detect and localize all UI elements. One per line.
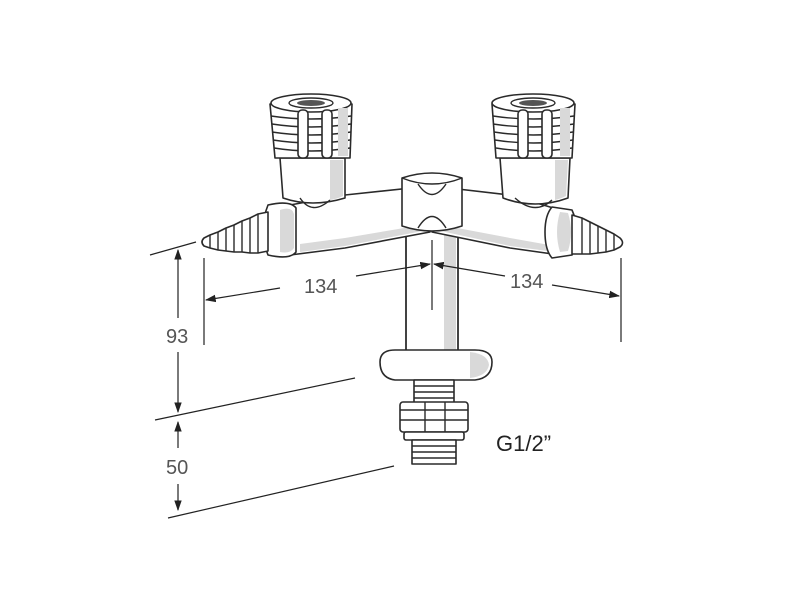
right-valve-bonnet [499,157,571,209]
threaded-connector [399,379,469,465]
left-hose-nozzle [201,211,269,254]
dimension-lines [149,240,622,519]
mounting-flange [379,349,493,381]
thread-size-label: G1/2” [496,431,551,456]
valve-body [201,93,624,465]
bottom-extension-line [167,465,395,519]
right-hose-nozzle [571,214,624,255]
left-width-dimension-line [204,287,281,303]
left-width-dimension-line-inner [355,261,432,277]
central-hub [401,172,463,232]
left-control-knob[interactable] [269,93,353,159]
right-width-dimension-line-inner [432,261,506,277]
right-control-knob[interactable] [491,93,576,159]
upper-height-label: 93 [166,326,188,348]
dimension-labels: 134 134 93 50 G1/2” [166,271,551,479]
right-width-label: 134 [510,271,543,293]
lower-height-label: 50 [166,457,188,479]
right-width-dimension-line [551,284,621,299]
middle-extension-line [154,377,356,421]
top-extension-line [149,241,197,256]
left-valve-bonnet [279,157,346,209]
left-width-label: 134 [304,276,337,298]
